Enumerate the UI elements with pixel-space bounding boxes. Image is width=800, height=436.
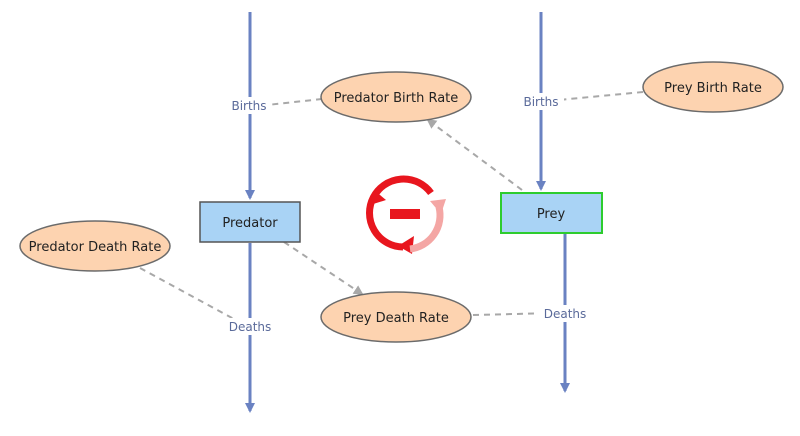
variable-predator-death-rate-label: Predator Death Rate <box>29 240 162 255</box>
variable-prey-death-rate[interactable]: Prey Death Rate <box>320 291 472 343</box>
flow-label-prey-deaths: Deaths <box>544 307 587 321</box>
flow-label-prey-births: Births <box>523 95 558 109</box>
variable-prey-death-rate-label: Prey Death Rate <box>343 311 449 326</box>
stock-prey[interactable]: Prey <box>500 192 603 234</box>
link-prey-to-predator-birth-rate <box>426 118 523 191</box>
flow-label-predator-deaths: Deaths <box>229 320 272 334</box>
variable-predator-death-rate[interactable]: Predator Death Rate <box>19 220 171 272</box>
link-predator-to-prey-death-rate <box>283 241 364 296</box>
variable-predator-birth-rate-label: Predator Birth Rate <box>334 91 459 106</box>
link-predator-death-rate-to-deaths <box>139 267 246 326</box>
stock-prey-label: Prey <box>537 207 566 222</box>
flow-label-predator-births: Births <box>231 99 266 113</box>
negative-feedback-loop-icon <box>366 175 446 254</box>
variable-prey-birth-rate[interactable]: Prey Birth Rate <box>642 61 784 113</box>
stock-predator-label: Predator <box>222 216 278 231</box>
variable-prey-birth-rate-label: Prey Birth Rate <box>664 81 762 96</box>
stock-predator[interactable]: Predator <box>199 201 301 243</box>
variable-predator-birth-rate[interactable]: Predator Birth Rate <box>320 71 472 123</box>
